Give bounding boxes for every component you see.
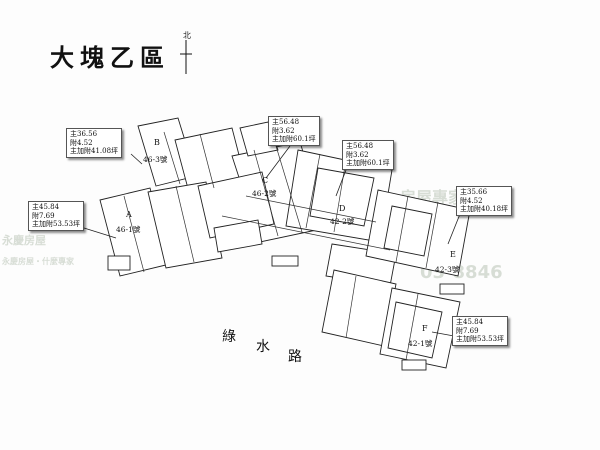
unit-f-main-area: 主45.84 [456, 318, 484, 326]
unit-a-letter: A [126, 210, 132, 219]
unit-e-total-area: 主加附40.18坪 [460, 205, 509, 213]
corridor-c [213, 219, 263, 253]
watermark-left-top: 永慶房屋 [2, 234, 46, 247]
unit-a-number: 46-1號 [116, 225, 141, 234]
unit-a-total-area: 主加附53.53坪 [32, 220, 81, 228]
north-label: 北 [183, 31, 191, 40]
unit-c-main-area: 主56.48 [272, 118, 300, 126]
unit-f-annex-area: 附7.69 [456, 326, 479, 335]
unit-f-total-area: 主加附53.53坪 [456, 335, 505, 343]
unit-e-letter: E [450, 250, 456, 259]
unit-e-info-box: 主35.66 附4.52 主加附40.18坪 [456, 186, 513, 216]
unit-d-letter: D [339, 204, 346, 213]
unit-d-number: 42-2號 [330, 217, 355, 226]
unit-a-info-box: 主45.84 附7.69 主加附53.53坪 [28, 201, 85, 231]
unit-d-total-area: 主加附60.1坪 [346, 159, 390, 167]
unit-c-number: 46-2號 [252, 189, 277, 198]
unit-b-letter: B [154, 138, 160, 147]
unit-a-annex-area: 附7.69 [32, 211, 55, 220]
balcony-a [107, 255, 131, 271]
unit-d-annex-area: 附3.62 [346, 150, 369, 159]
balcony-c [271, 255, 299, 267]
page-title: 大塊乙區 [50, 44, 170, 72]
unit-b-total-area: 主加附41.08坪 [70, 147, 119, 155]
unit-c-letter: C [262, 176, 269, 185]
unit-c-total-area: 主加附60.1坪 [272, 135, 316, 143]
unit-b-info-box: 主36.56 附4.52 主加附41.08坪 [66, 128, 123, 158]
unit-d-main-area: 主56.48 [346, 142, 374, 150]
unit-b-annex-area: 附4.52 [70, 138, 93, 147]
balcony-f [401, 359, 427, 371]
unit-b-main-area: 主36.56 [70, 130, 98, 138]
unit-a-main-area: 主45.84 [32, 203, 60, 211]
unit-b-number: 46-3號 [143, 155, 168, 164]
unit-c-info-box: 主56.48 附3.62 主加附60.1坪 [268, 116, 320, 146]
unit-e-annex-area: 附4.52 [460, 196, 483, 205]
road-label-char-1: 綠 [222, 329, 236, 345]
road-label-char-3: 路 [288, 349, 302, 365]
unit-e-number: 42-3號 [435, 265, 460, 274]
unit-f-info-box: 主45.84 附7.69 主加附53.53坪 [452, 316, 509, 346]
room-d [309, 167, 375, 227]
room-f [387, 301, 443, 359]
watermark-left-bottom: 永慶房屋・什麼專家 [2, 257, 74, 266]
unit-f-letter: F [422, 324, 428, 333]
road-label-char-2: 水 [256, 339, 270, 355]
unit-d-info-box: 主56.48 附3.62 主加附60.1坪 [342, 140, 394, 170]
unit-e-main-area: 主35.66 [460, 188, 488, 196]
unit-c-annex-area: 附3.62 [272, 126, 295, 135]
room-e [383, 205, 433, 257]
unit-f-number: 42-1號 [408, 339, 433, 348]
balcony-e [439, 283, 465, 295]
